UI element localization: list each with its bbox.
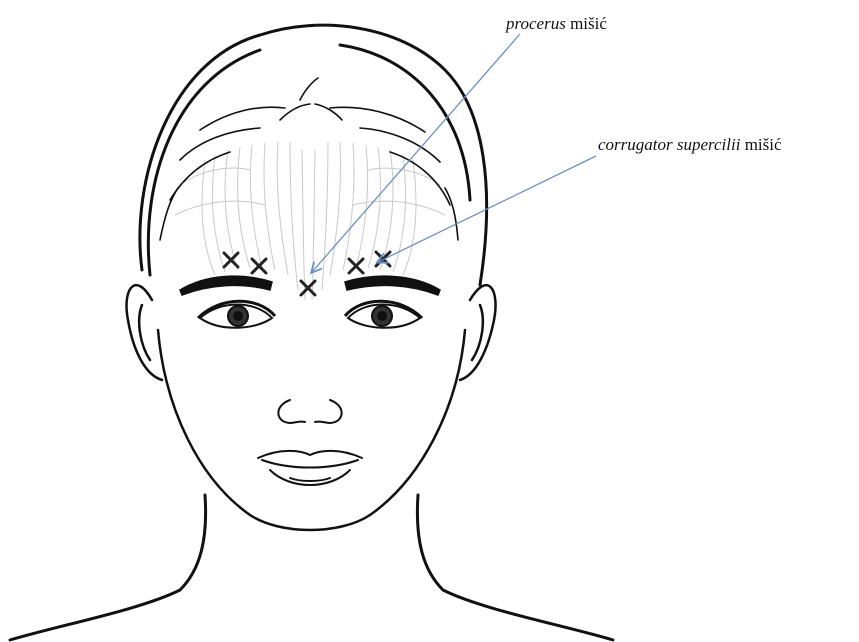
procerus-arrow (312, 34, 520, 272)
injection-marker (224, 253, 238, 267)
corrugator-arrow (378, 156, 596, 262)
eyes (198, 301, 422, 328)
ears (127, 285, 496, 380)
injection-marker (349, 259, 363, 273)
neck-shoulders (10, 495, 613, 640)
corrugator-word: mišić (745, 135, 782, 154)
nose (278, 400, 341, 423)
injection-markers (224, 252, 390, 295)
corrugator-label: corrugator supercilii mišić (598, 136, 782, 153)
procerus-latin-name: procerus (506, 14, 566, 33)
corrugator-latin-name: corrugator supercilii (598, 135, 740, 154)
procerus-label: procerus mišić (506, 15, 607, 32)
hair-lines (160, 78, 458, 240)
injection-marker (252, 259, 266, 273)
lips (258, 451, 362, 485)
procerus-word: mišić (570, 14, 607, 33)
pointer-arrows (312, 34, 596, 272)
